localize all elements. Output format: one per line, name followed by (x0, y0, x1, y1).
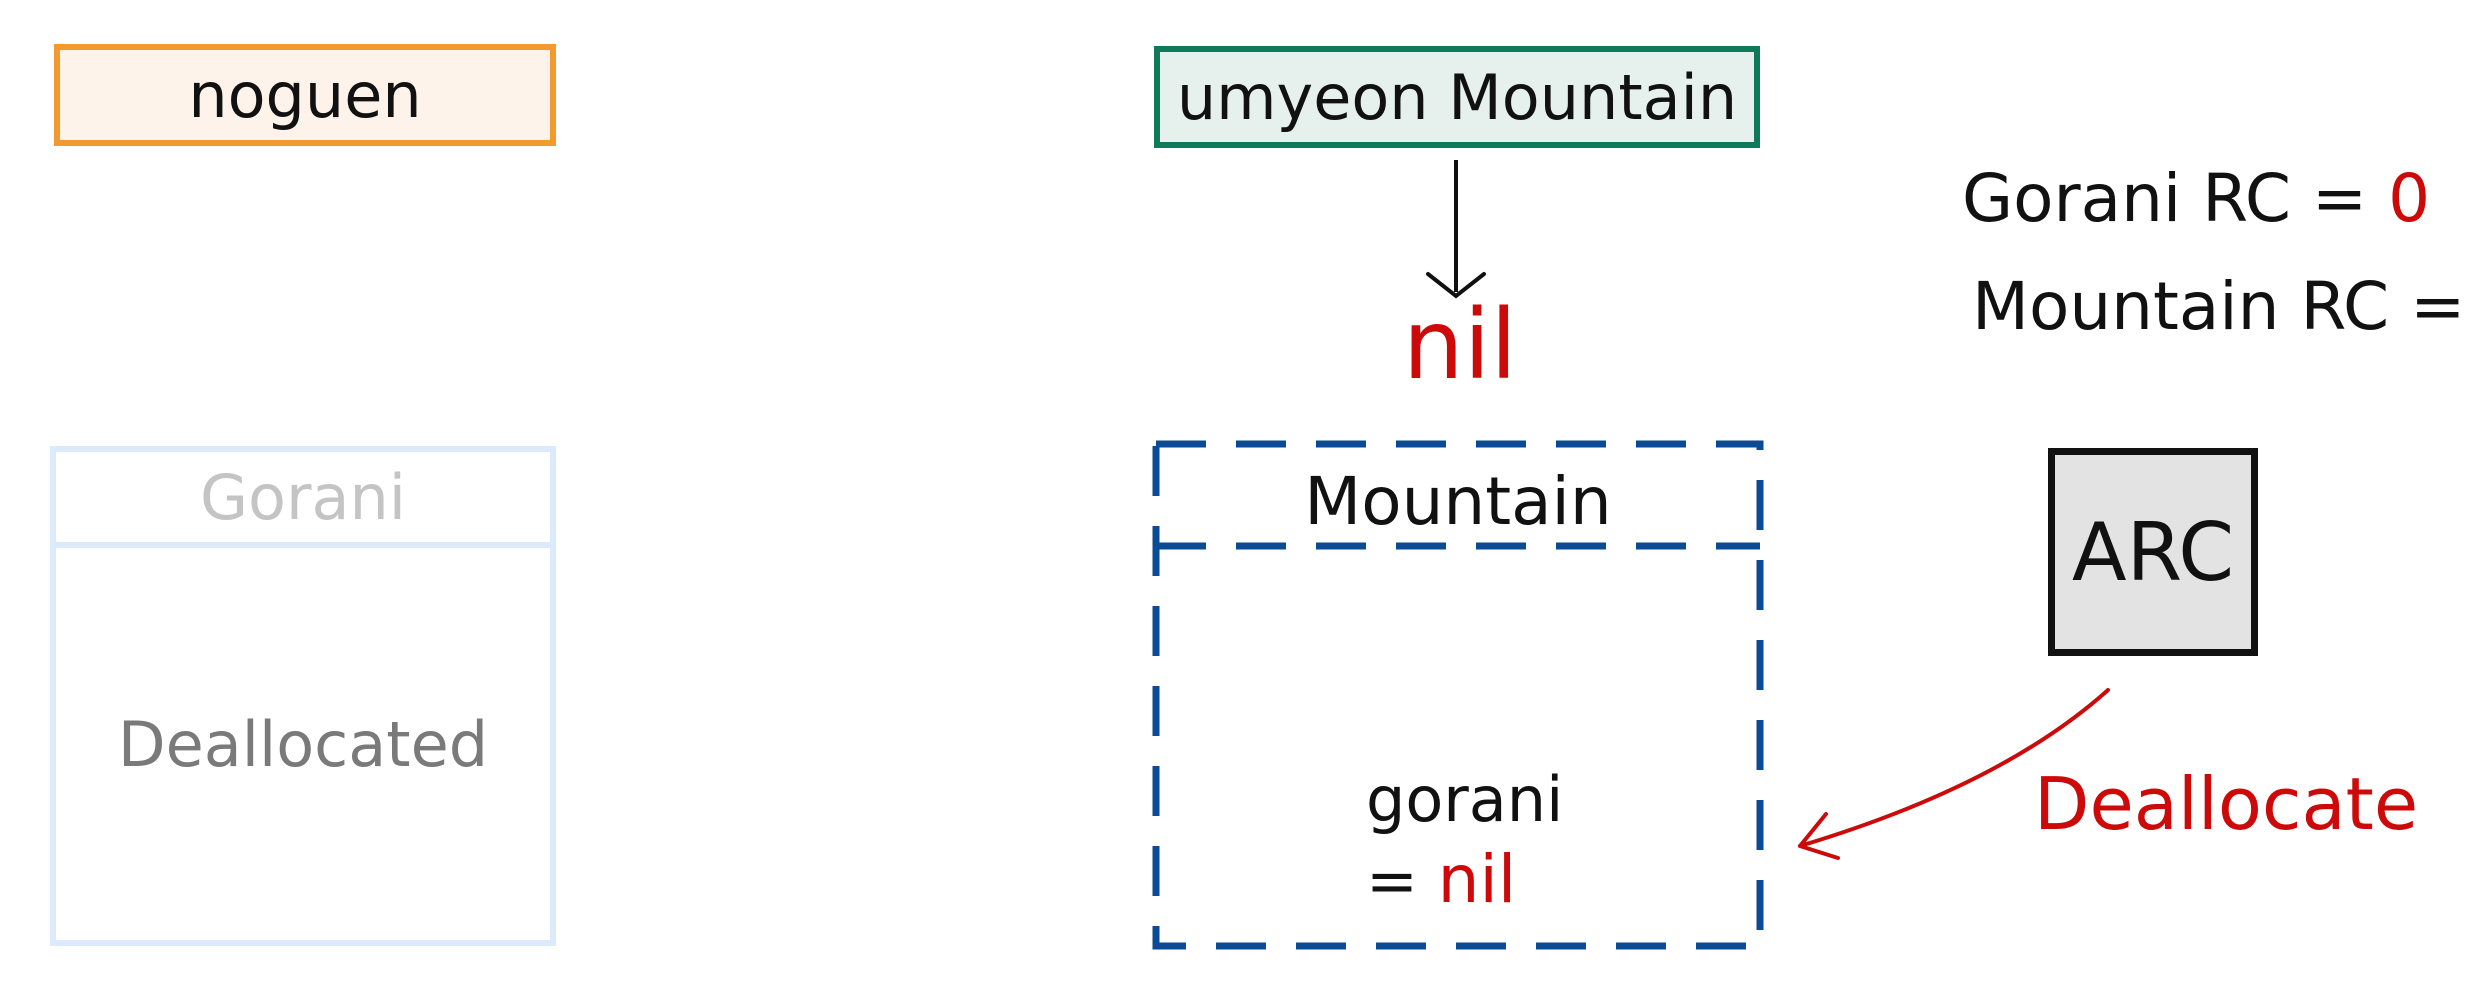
mountain-property-name: gorani (1366, 763, 1564, 836)
umyeon-mountain-label: umyeon Mountain (1176, 60, 1738, 134)
gorani-title: Gorani (56, 452, 550, 548)
gorani-rc-label: Gorani RC = (1962, 160, 2368, 237)
mountain-property-nil: nil (1437, 841, 1517, 918)
mountain-title: Mountain (1304, 462, 1612, 540)
umyeon-mountain-box: umyeon Mountain (1154, 46, 1760, 148)
mountain-property-equals: = (1366, 844, 1418, 917)
gorani-status: Deallocated (117, 707, 489, 781)
arc-label: ARC (2071, 505, 2235, 599)
mountain-gorani-property: gorani = nil (1366, 760, 1666, 920)
noguen-box: noguen (54, 44, 556, 146)
arc-box: ARC (2048, 448, 2258, 656)
gorani-rc: Gorani RC = 0 (1962, 160, 2430, 237)
noguen-label: noguen (188, 58, 422, 132)
mountain-rc: Mountain RC = 0 (1972, 268, 2480, 345)
gorani-rc-value: 0 (2388, 160, 2431, 237)
deallocate-arrow (1798, 688, 2110, 860)
gorani-box: Gorani Deallocated (50, 446, 556, 946)
mountain-rc-label: Mountain RC = (1972, 268, 2466, 345)
mountain-property-assignment: = nil (1366, 840, 1666, 921)
deallocate-label: Deallocate (2034, 762, 2419, 846)
umyeon-to-nil-arrow (1426, 160, 1486, 299)
umyeon-reference-nil: nil (1402, 289, 1518, 401)
mountain-dashed-box (1152, 440, 1764, 950)
